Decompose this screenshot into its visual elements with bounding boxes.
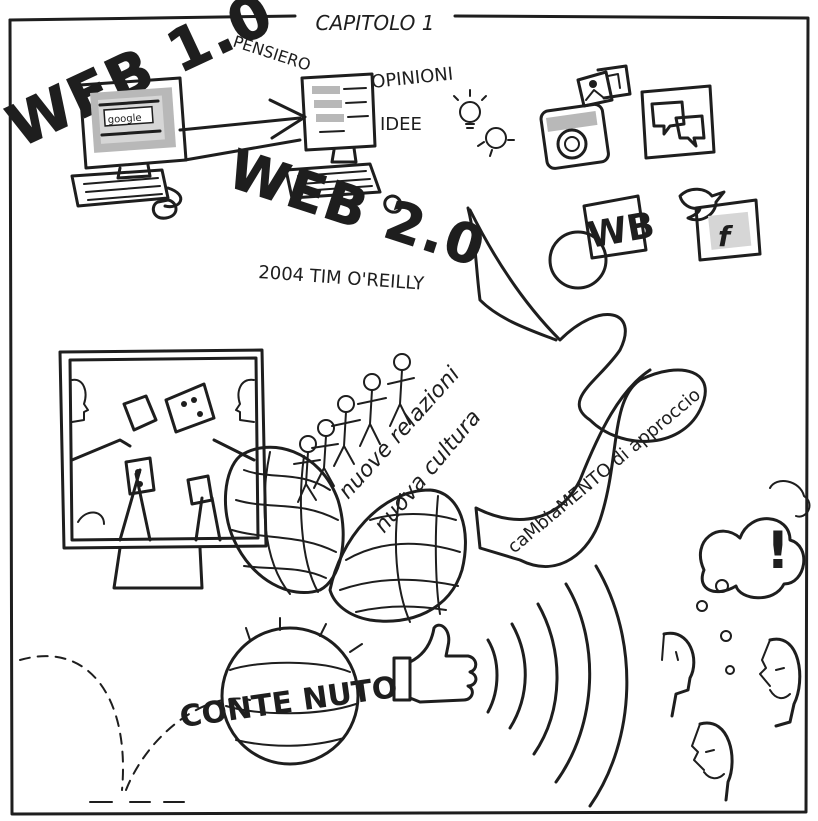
word-idee: IDEE	[380, 114, 422, 135]
ribbon-text-line3: caMbiaMENTO di approccio	[504, 384, 705, 558]
twitter-icon	[678, 187, 726, 222]
monitor-scene	[58, 348, 268, 590]
people-chain	[293, 353, 415, 503]
wordpress-icon: WB	[548, 194, 658, 290]
sound-waves	[486, 564, 629, 808]
dashed-arcs	[19, 655, 251, 803]
globe-right	[328, 488, 467, 623]
ribbon-text-line2: nuova cultura	[369, 405, 486, 538]
faces-group	[661, 631, 802, 802]
photo-icon	[576, 64, 632, 108]
content-globe-text: CONTE NUTO	[178, 670, 400, 735]
ribbon-banner	[466, 206, 707, 568]
thumbs-up-icon	[392, 623, 478, 704]
word-opinioni: OPINIONI	[370, 64, 454, 93]
content-globe	[220, 617, 363, 766]
web2-computer	[284, 72, 403, 214]
web2-title: WEB 2.0	[221, 137, 494, 279]
exclamation-mark: !	[766, 521, 790, 581]
facebook-icon: f	[694, 198, 762, 262]
web1-computer: google	[70, 76, 188, 220]
instagram-icon	[539, 102, 610, 170]
lightbulb-icon	[453, 89, 515, 157]
thought-bubble: !	[696, 480, 811, 675]
facebook-letter: f	[718, 220, 734, 253]
web2-subtitle: 2004 TIM O'REILLY	[258, 262, 426, 295]
chat-icon	[640, 84, 716, 160]
page-frame	[8, 14, 810, 816]
search-box-label: google	[107, 113, 142, 126]
chapter-title: CAPITOLO 1	[316, 11, 435, 35]
